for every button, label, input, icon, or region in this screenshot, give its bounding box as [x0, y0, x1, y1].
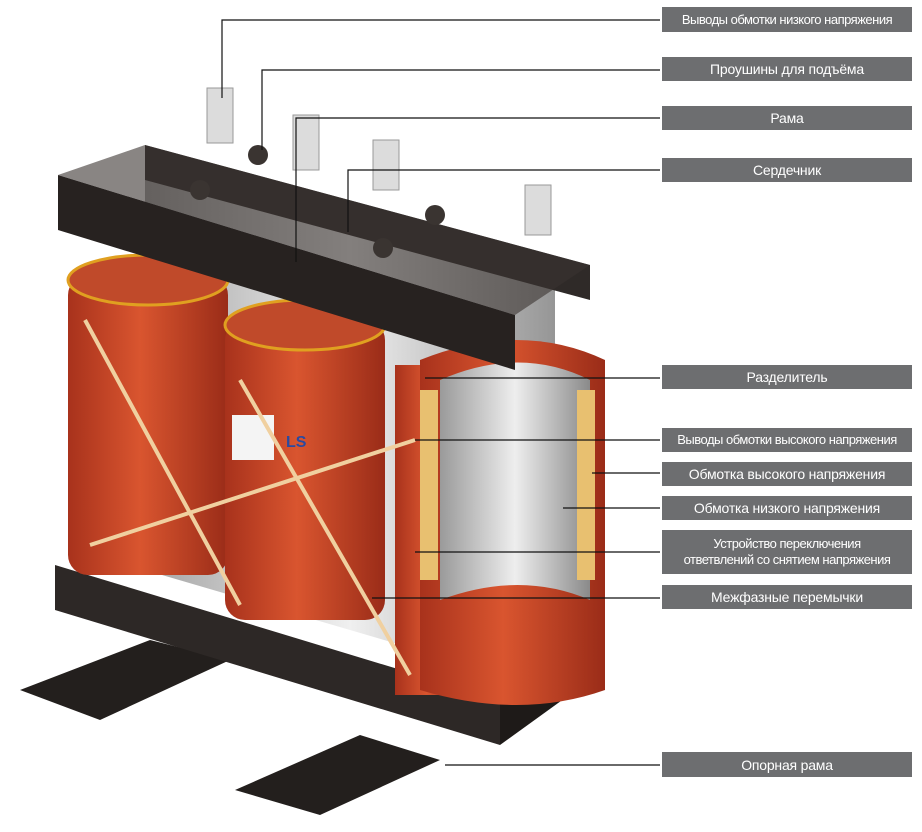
label-frame: Рама [662, 106, 912, 130]
lifting-lugs [190, 145, 445, 258]
label-tap-changer-line2: ответвлений со снятием напряжения [683, 552, 891, 567]
label-lv-terminals: Выводы обмотки низкого напряжения [662, 7, 912, 32]
logo: LS [286, 434, 307, 451]
label-lv-winding: Обмотка низкого напряжения [662, 496, 912, 520]
label-lifting-lugs: Проушины для подъёма [662, 57, 912, 81]
label-hv-terminals: Выводы обмотки высокого напряжения [662, 428, 912, 452]
label-hv-winding: Обмотка высокого напряжения [662, 462, 912, 486]
lv-terminals [206, 87, 552, 236]
label-support-frame: Опорная рама [662, 752, 912, 777]
label-tap-changer: Устройство переключения ответвлений со с… [662, 530, 912, 574]
label-interphase-links: Межфазные перемычки [662, 585, 912, 609]
label-tap-changer-line1: Устройство переключения [713, 536, 861, 551]
label-separator: Разделитель [662, 365, 912, 389]
label-core: Сердечник [662, 158, 912, 182]
leader-lines [221, 19, 660, 766]
